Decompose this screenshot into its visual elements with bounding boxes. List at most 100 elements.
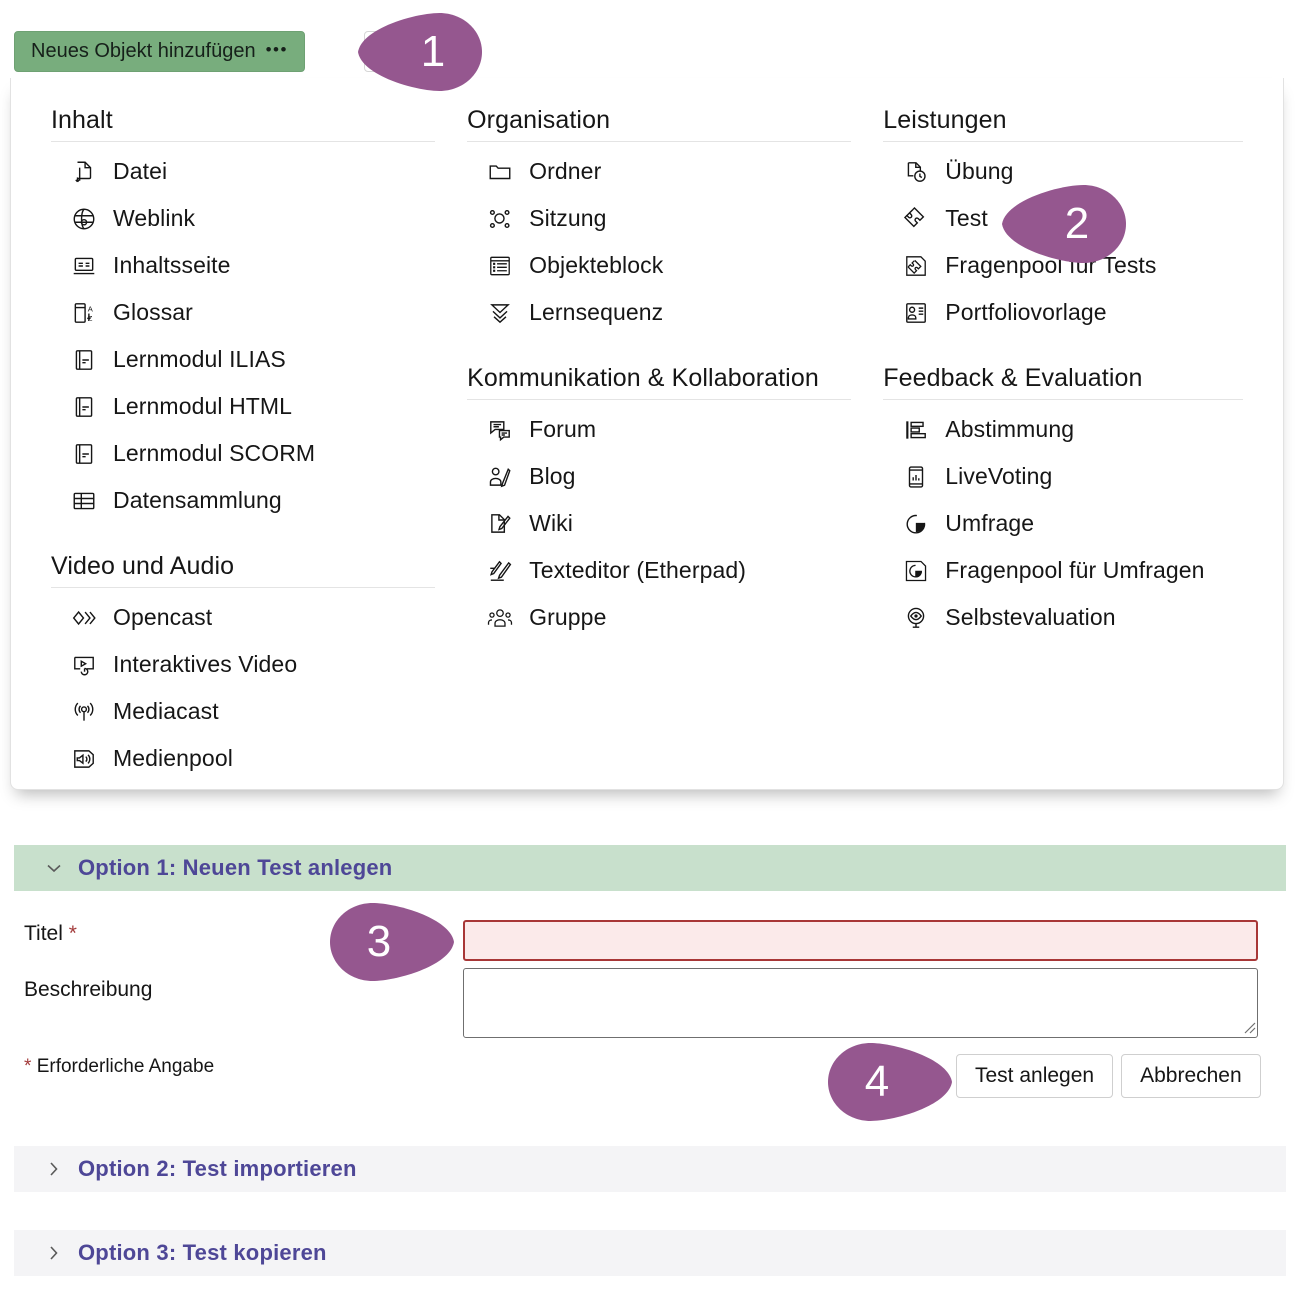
dropdown-item-inhaltsseite[interactable]: Inhaltsseite — [51, 242, 435, 289]
learning-module-icon — [69, 345, 99, 375]
accordion-option-3: Option 3: Test kopieren — [14, 1230, 1286, 1276]
dropdown-item-fragenpool-umfragen[interactable]: Fragenpool für Umfragen — [883, 547, 1243, 594]
accordion-title: Option 3: Test kopieren — [78, 1240, 327, 1265]
learning-module-scorm-icon — [69, 439, 99, 469]
dropdown-item-blog[interactable]: Blog — [467, 453, 851, 500]
group-inhalt: Inhalt Datei Weblink Inhaltsseite — [51, 106, 436, 524]
add-object-button[interactable]: Neues Objekt hinzufügen ••• — [14, 31, 305, 72]
self-evaluation-eye-icon — [901, 603, 931, 633]
group-feedback-evaluation: Feedback & Evaluation Abstimmung LiveVot… — [883, 364, 1243, 641]
dropdown-item-label: LiveVoting — [945, 463, 1053, 489]
dropdown-item-label: Gruppe — [529, 604, 607, 630]
dropdown-item-lernmodul-html[interactable]: Lernmodul HTML — [51, 383, 435, 430]
dropdown-item-ordner[interactable]: Ordner — [467, 148, 851, 195]
dropdown-item-label: Lernmodul HTML — [113, 393, 293, 419]
dropdown-item-datei[interactable]: Datei — [51, 148, 435, 195]
dropdown-item-label: Texteditor (Etherpad) — [529, 557, 747, 583]
globe-link-icon — [69, 204, 99, 234]
dropdown-item-label: Glossar — [113, 299, 193, 325]
dropdown-item-label: Medienpool — [113, 745, 233, 771]
dropdown-item-label: Lernmodul ILIAS — [113, 346, 286, 372]
submit-button[interactable]: Test anlegen — [956, 1054, 1114, 1098]
required-hint: * Erforderliche Angabe — [24, 1056, 214, 1078]
livevoting-phone-icon — [901, 462, 931, 492]
required-hint-asterisk: * — [24, 1056, 32, 1077]
media-pool-speaker-icon — [69, 744, 99, 774]
dropdown-item-wiki[interactable]: Wiki — [467, 500, 851, 547]
dropdown-item-opencast[interactable]: Opencast — [51, 594, 435, 641]
accordion-option-2: Option 2: Test importieren — [14, 1146, 1286, 1192]
dropdown-item-gruppe[interactable]: Gruppe — [467, 594, 851, 641]
dropdown-item-label: Portfoliovorlage — [945, 299, 1107, 325]
accordion-header-option-3[interactable]: Option 3: Test kopieren — [14, 1230, 1286, 1276]
test-puzzle-icon — [901, 204, 931, 234]
dropdown-item-lernmodul-ilias[interactable]: Lernmodul ILIAS — [51, 336, 435, 383]
dropdown-item-label: Datensammlung — [113, 487, 282, 513]
dropdown-item-label: Objekteblock — [529, 252, 664, 278]
dropdown-item-mediacast[interactable]: Mediacast — [51, 688, 435, 735]
dropdown-item-label: Lernsequenz — [529, 299, 664, 325]
dropdown-item-interaktives-video[interactable]: Interaktives Video — [51, 641, 435, 688]
dropdown-item-label: Umfrage — [945, 510, 1035, 536]
group-divider — [467, 141, 852, 142]
dropdown-item-portfoliovorlage[interactable]: Portfoliovorlage — [883, 289, 1243, 336]
dropdown-item-label: Forum — [529, 416, 597, 442]
dropdown-item-fragenpool-tests[interactable]: Fragenpool für Tests — [883, 242, 1243, 289]
manage-button[interactable]: alten — [364, 31, 442, 72]
required-hint-text: Erforderliche Angabe — [36, 1056, 215, 1077]
group-title: Leistungen — [883, 106, 1007, 134]
cancel-button[interactable]: Abbrechen — [1121, 1054, 1261, 1098]
mediacast-broadcast-icon — [69, 697, 99, 727]
dropdown-item-livevoting[interactable]: LiveVoting — [883, 453, 1243, 500]
dropdown-item-selbstevaluation[interactable]: Selbstevaluation — [883, 594, 1243, 641]
dropdown-item-abstimmung[interactable]: Abstimmung — [883, 406, 1243, 453]
title-input[interactable] — [463, 920, 1258, 961]
dropdown-item-lernsequenz[interactable]: Lernsequenz — [467, 289, 851, 336]
dropdown-item-texteditor-etherpad[interactable]: Texteditor (Etherpad) — [467, 547, 851, 594]
forum-speech-bubbles-icon — [485, 415, 515, 445]
dropdown-item-forum[interactable]: Forum — [467, 406, 851, 453]
chevron-down-icon — [47, 864, 61, 873]
dropdown-item-weblink[interactable]: Weblink — [51, 195, 435, 242]
dropdown-item-medienpool[interactable]: Medienpool — [51, 735, 435, 782]
dropdown-item-label: Opencast — [113, 604, 213, 630]
dropdown-item-uebung[interactable]: Übung — [883, 148, 1243, 195]
group-divider — [51, 141, 436, 142]
data-collection-table-icon — [69, 486, 99, 516]
group-title: Video und Audio — [51, 552, 235, 580]
chevron-right-icon — [50, 1162, 58, 1176]
group-title: Kommunikation & Kollaboration — [467, 364, 819, 392]
dropdown-columns: Inhalt Datei Weblink Inhaltsseite — [11, 78, 1283, 789]
form-actions: Test anlegen Abbrechen — [956, 1054, 1261, 1098]
object-block-list-icon — [485, 251, 515, 281]
dropdown-item-label: Interaktives Video — [113, 651, 298, 677]
group-divider — [467, 399, 852, 400]
accordion-header-option-1[interactable]: Option 1: Neuen Test anlegen — [14, 845, 1286, 891]
dropdown-item-umfrage[interactable]: Umfrage — [883, 500, 1243, 547]
description-textarea[interactable] — [463, 968, 1258, 1038]
folder-icon — [485, 157, 515, 187]
dropdown-item-lernmodul-scorm[interactable]: Lernmodul SCORM — [51, 430, 435, 477]
dropdown-item-label: Selbstevaluation — [945, 604, 1116, 630]
accordion-header-option-2[interactable]: Option 2: Test importieren — [14, 1146, 1286, 1192]
dropdown-item-label: Abstimmung — [945, 416, 1075, 442]
dropdown-item-label: Datei — [113, 158, 168, 184]
required-asterisk: * — [68, 922, 77, 945]
add-object-button-label: Neues Objekt hinzufügen — [31, 40, 256, 62]
dropdown-item-objekteblock[interactable]: Objekteblock — [467, 242, 851, 289]
file-download-icon — [69, 157, 99, 187]
group-video-audio: Video und Audio Opencast Interaktives Vi… — [51, 552, 436, 782]
dropdown-item-label: Blog — [529, 463, 576, 489]
opencast-diamond-icon — [69, 603, 99, 633]
accordion-title: Option 2: Test importieren — [78, 1156, 357, 1181]
group-title: Feedback & Evaluation — [883, 364, 1143, 392]
dropdown-item-label: Sitzung — [529, 205, 607, 231]
dropdown-item-test[interactable]: Test — [883, 195, 1243, 242]
manage-button-label: alten — [381, 40, 425, 62]
dropdown-item-datensammlung[interactable]: Datensammlung — [51, 477, 435, 524]
dropdown-item-sitzung[interactable]: Sitzung — [467, 195, 851, 242]
dropdown-item-label: Wiki — [529, 510, 573, 536]
title-label-text: Titel — [24, 922, 63, 945]
